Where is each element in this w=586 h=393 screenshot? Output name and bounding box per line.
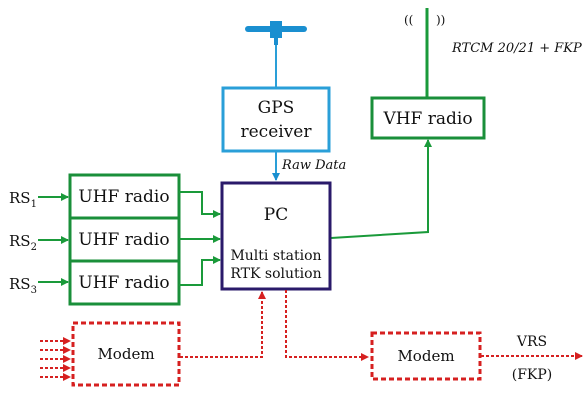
pc-box: PC Multi station RTK solution xyxy=(220,181,332,291)
pc-to-modem-out-link xyxy=(285,290,369,361)
uhf-radio-label-2: UHF radio xyxy=(78,230,169,250)
pc-line1: Multi station xyxy=(230,248,321,264)
wave-left: (( xyxy=(404,13,413,27)
modem-out-label: Modem xyxy=(397,347,454,365)
modem-in-to-pc-link xyxy=(180,291,266,358)
vhf-output-label: RTCM 20/21 + FKP xyxy=(451,41,582,56)
uhf-to-pc-links xyxy=(179,191,221,286)
uhf-radio-group: UHF radio UHF radio UHF radio xyxy=(68,173,181,306)
raw-data-link: Raw Data xyxy=(272,151,346,181)
pc-to-vhf-link xyxy=(330,139,432,239)
vhf-antenna-icon: (( )) xyxy=(404,8,445,98)
modem-in-label: Modem xyxy=(97,345,154,363)
rs1-label: RS1 xyxy=(9,189,37,210)
vrs-label: VRS xyxy=(516,334,547,350)
modem-out-box: Modem xyxy=(370,331,482,381)
modem-in-box: Modem xyxy=(71,321,181,387)
wave-right: )) xyxy=(436,13,445,27)
vhf-radio-label: VHF radio xyxy=(382,109,472,129)
rs3-label: RS3 xyxy=(9,275,37,296)
pc-line2: RTK solution xyxy=(230,266,321,282)
gps-label-line2: receiver xyxy=(241,122,313,142)
gps-label-line1: GPS xyxy=(258,98,295,118)
reference-station-inputs: RS1 RS2 RS3 xyxy=(9,189,69,296)
vhf-radio-box: VHF radio xyxy=(370,96,486,140)
uhf-radio-label-3: UHF radio xyxy=(78,273,169,293)
pc-title: PC xyxy=(264,205,288,225)
gps-antenna-icon xyxy=(245,21,307,88)
uhf-radio-label-1: UHF radio xyxy=(78,187,169,207)
gps-receiver-box: GPS receiver xyxy=(221,86,331,153)
raw-data-label: Raw Data xyxy=(281,158,346,173)
fkp-label: (FKP) xyxy=(512,367,553,383)
modem-in-feed-lines xyxy=(40,337,71,381)
rs2-label: RS2 xyxy=(9,232,37,253)
